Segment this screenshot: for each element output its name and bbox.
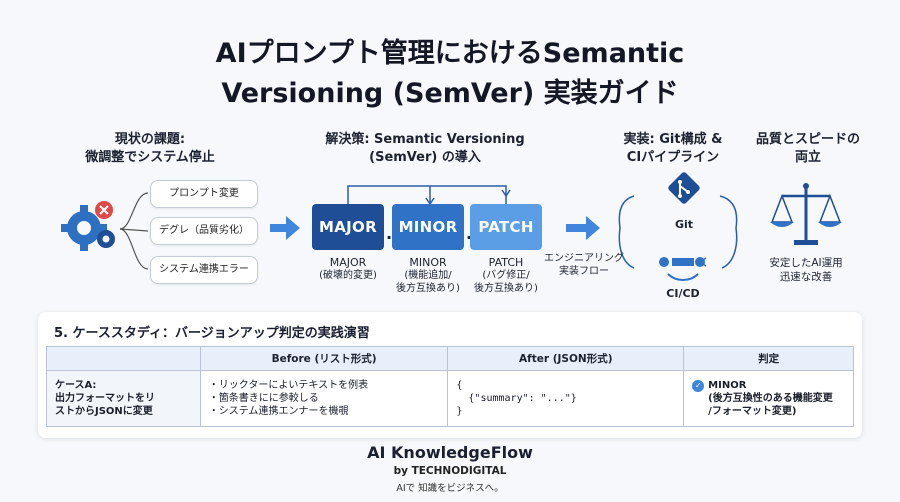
brand-by: by TECHNODIGITAL bbox=[393, 465, 507, 477]
case-study-panel: 5. ケーススタディ：バージョンアップ判定の実践演習 Before (リスト形式… bbox=[38, 312, 862, 438]
broken-gear-icon bbox=[61, 205, 115, 251]
implementation-heading: 実装: Git構成 & CIパイプライン bbox=[608, 131, 738, 167]
before-item-1: ・リックターによいテキストを例表 bbox=[208, 380, 369, 391]
problem-prompt-change: プロンプト変更 bbox=[150, 180, 258, 208]
result-line2: 迅速な改善 bbox=[779, 271, 833, 283]
quality-heading-line2: 両立 bbox=[794, 150, 821, 165]
before-cell: ・リックターによいテキストを例表 ・箇条書きにに参較しる ・システム連携エンナー… bbox=[199, 370, 449, 427]
minor-box: MINOR bbox=[392, 204, 464, 250]
problem-heading-line1: 現状の課題: bbox=[114, 132, 186, 147]
quality-heading: 品質とスピードの 両立 bbox=[738, 131, 878, 167]
brand-name: AI KnowledgeFlow bbox=[367, 443, 533, 462]
major-caption-desc: (破壊的変更) bbox=[319, 270, 377, 281]
header-case bbox=[46, 346, 201, 371]
problem-heading-line2: 微調整でシステム停止 bbox=[85, 150, 215, 165]
header-verdict: 判定 bbox=[683, 346, 854, 371]
case-cell: ケースA: 出力フォーマットをリ ストからJSONに変更 bbox=[46, 370, 201, 427]
case-line2: 出力フォーマットをリ bbox=[55, 393, 155, 404]
implementation-heading-line1: 実装: Git構成 & bbox=[623, 132, 723, 147]
quality-heading-line1: 品質とスピードの bbox=[755, 132, 860, 147]
after-json-code: { {"summary": "..."} } bbox=[456, 380, 577, 417]
minor-caption: MINOR (機能追加/ 後方互換あり) bbox=[384, 256, 472, 295]
engineering-flow-label: エンジニアリング 実装フロー bbox=[540, 252, 628, 278]
solution-heading-line2: (SemVer) の導入 bbox=[369, 150, 481, 165]
problem-degradation: デグレ（品質劣化） bbox=[150, 217, 258, 245]
minor-caption-desc-1: (機能追加/ bbox=[404, 270, 452, 281]
case-study-table: Before (リスト形式) After (JSON形式) 判定 ケースA: 出… bbox=[46, 346, 854, 427]
flow-diagram bbox=[61, 172, 842, 281]
solution-heading: 解決策: Semantic Versioning (SemVer) の導入 bbox=[310, 131, 540, 167]
engineering-flow-line2: 実装フロー bbox=[559, 266, 609, 277]
header-after: After (JSON形式) bbox=[447, 346, 685, 371]
case-line3: ストからJSONに変更 bbox=[55, 406, 153, 417]
engineering-flow-line1: エンジニアリング bbox=[544, 253, 624, 264]
patch-caption: PATCH (バグ修正/ 後方互換あり) bbox=[462, 256, 550, 295]
major-box: MAJOR bbox=[312, 204, 384, 250]
minor-caption-title: MINOR bbox=[409, 256, 447, 269]
patch-caption-title: PATCH bbox=[488, 256, 524, 269]
minor-caption-desc-2: 後方互換あり) bbox=[396, 283, 460, 294]
check-icon: ✓ bbox=[692, 380, 705, 392]
problem-heading: 現状の課題: 微調整でシステム停止 bbox=[70, 131, 230, 167]
solution-heading-line1: 解決策: Semantic Versioning bbox=[325, 132, 525, 147]
git-icon bbox=[668, 172, 700, 204]
before-item-3: ・システム連携エンナーを機覗 bbox=[208, 406, 349, 417]
table-row: ケースA: 出力フォーマットをリ ストからJSONに変更 ・リックターによいテキ… bbox=[46, 370, 854, 427]
result-line1: 安定したAI運用 bbox=[769, 257, 843, 269]
header-before: Before (リスト形式) bbox=[199, 346, 449, 371]
error-icon bbox=[95, 201, 113, 219]
title-line-2: Versioning (SemVer) 実装ガイド bbox=[221, 78, 679, 109]
patch-caption-desc-2: 後方互換あり) bbox=[474, 283, 538, 294]
before-item-2: ・箇条書きにに参較しる bbox=[208, 393, 319, 404]
verdict-line3: /フォーマット変更) bbox=[708, 406, 797, 417]
patch-caption-desc-1: (バグ修正/ bbox=[482, 270, 530, 281]
table-header-row: Before (リスト形式) After (JSON形式) 判定 bbox=[46, 346, 854, 371]
major-caption-title: MAJOR bbox=[329, 256, 367, 269]
arrow-to-semver-icon bbox=[270, 216, 300, 240]
case-line1: ケースA: bbox=[55, 380, 97, 391]
after-cell: { {"summary": "..."} } bbox=[447, 370, 685, 427]
git-label: Git bbox=[674, 218, 694, 231]
title-line-1: AIプロンプト管理におけるSemantic bbox=[215, 38, 685, 69]
separator-dot: . bbox=[386, 224, 393, 243]
page-title: AIプロンプト管理におけるSemantic Versioning (SemVer… bbox=[0, 34, 900, 114]
patch-box: PATCH bbox=[470, 204, 542, 250]
arrow-to-implementation-icon bbox=[566, 216, 600, 240]
case-study-title: 5. ケーススタディ：バージョンアップ判定の実践演習 bbox=[54, 326, 370, 341]
balance-scale-icon bbox=[770, 183, 842, 245]
cicd-label: CI/CD bbox=[666, 287, 700, 300]
pipeline-icon bbox=[659, 257, 707, 281]
verdict-line2: (後方互換性のある機能変更 bbox=[708, 393, 833, 404]
result-label: 安定したAI運用 迅速な改善 bbox=[752, 256, 860, 284]
verdict-line1: MINOR bbox=[708, 380, 747, 391]
problem-integration-error: システム連携エラー bbox=[150, 256, 258, 284]
verdict-cell: ✓ MINOR (後方互換性のある機能変更 /フォーマット変更) bbox=[683, 370, 854, 427]
verdict: ✓ MINOR (後方互換性のある機能変更 /フォーマット変更) bbox=[692, 379, 845, 418]
major-caption: MAJOR (破壊的変更) bbox=[306, 256, 390, 282]
implementation-heading-line2: CIパイプライン bbox=[626, 150, 720, 165]
separator-dot: . bbox=[466, 224, 472, 243]
brand-tagline: AIで 知識をビジネスへ。 bbox=[396, 483, 504, 494]
